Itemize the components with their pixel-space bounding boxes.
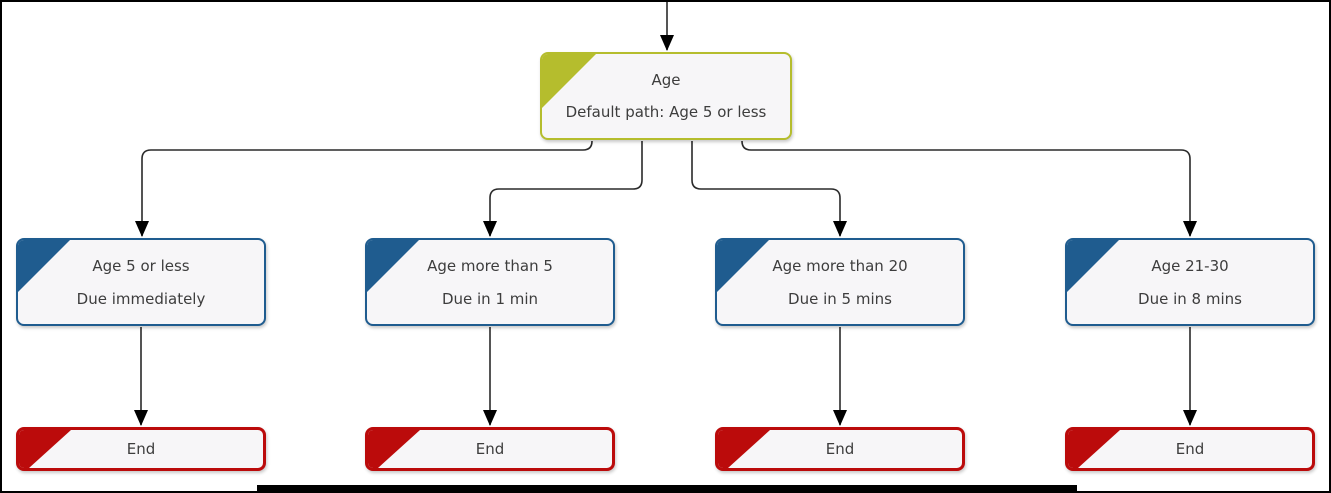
corner-fold-icon <box>368 430 420 468</box>
node-title: End <box>475 440 505 458</box>
corner-fold-icon <box>1068 430 1120 468</box>
decision-node-age[interactable]: Age Default path: Age 5 or less <box>540 52 792 140</box>
branch-node-age-5-or-less[interactable]: Age 5 or less Due immediately <box>16 238 266 326</box>
node-title: End <box>126 440 156 458</box>
connector-root-to-branch-4 <box>741 140 1197 237</box>
branch-node-age-21-30[interactable]: Age 21-30 Due in 8 mins <box>1065 238 1315 326</box>
corner-fold-icon <box>718 430 770 468</box>
node-title: Age more than 20 <box>772 256 908 275</box>
corner-fold-icon <box>18 240 70 292</box>
end-node[interactable]: End <box>365 427 615 471</box>
node-subtitle: Due in 1 min <box>441 289 539 308</box>
corner-fold-icon <box>367 240 419 292</box>
end-node[interactable]: End <box>715 427 965 471</box>
corner-fold-icon <box>717 240 769 292</box>
node-subtitle: Due in 8 mins <box>1138 289 1242 308</box>
node-title: Age 5 or less <box>92 256 190 275</box>
branch-node-age-more-than-20[interactable]: Age more than 20 Due in 5 mins <box>715 238 965 326</box>
node-title: Age more than 5 <box>427 256 553 275</box>
node-title: End <box>825 440 855 458</box>
node-title: End <box>1175 440 1205 458</box>
connector-root-to-branch-3 <box>691 141 847 237</box>
end-node[interactable]: End <box>1065 427 1315 471</box>
corner-fold-icon <box>19 430 71 468</box>
bottom-edge-bar <box>257 485 1077 491</box>
node-subtitle: Due immediately <box>76 289 206 308</box>
end-node[interactable]: End <box>16 427 266 471</box>
node-title: Age 21-30 <box>1151 256 1229 275</box>
branch-node-age-more-than-5[interactable]: Age more than 5 Due in 1 min <box>365 238 615 326</box>
connector-root-to-branch-1 <box>135 140 593 237</box>
corner-fold-icon <box>542 54 596 108</box>
node-title: Age <box>651 71 681 89</box>
corner-fold-icon <box>1067 240 1119 292</box>
connector-root-to-branch-2 <box>483 141 643 237</box>
node-subtitle: Due in 5 mins <box>788 289 892 308</box>
node-subtitle: Default path: Age 5 or less <box>565 103 767 121</box>
